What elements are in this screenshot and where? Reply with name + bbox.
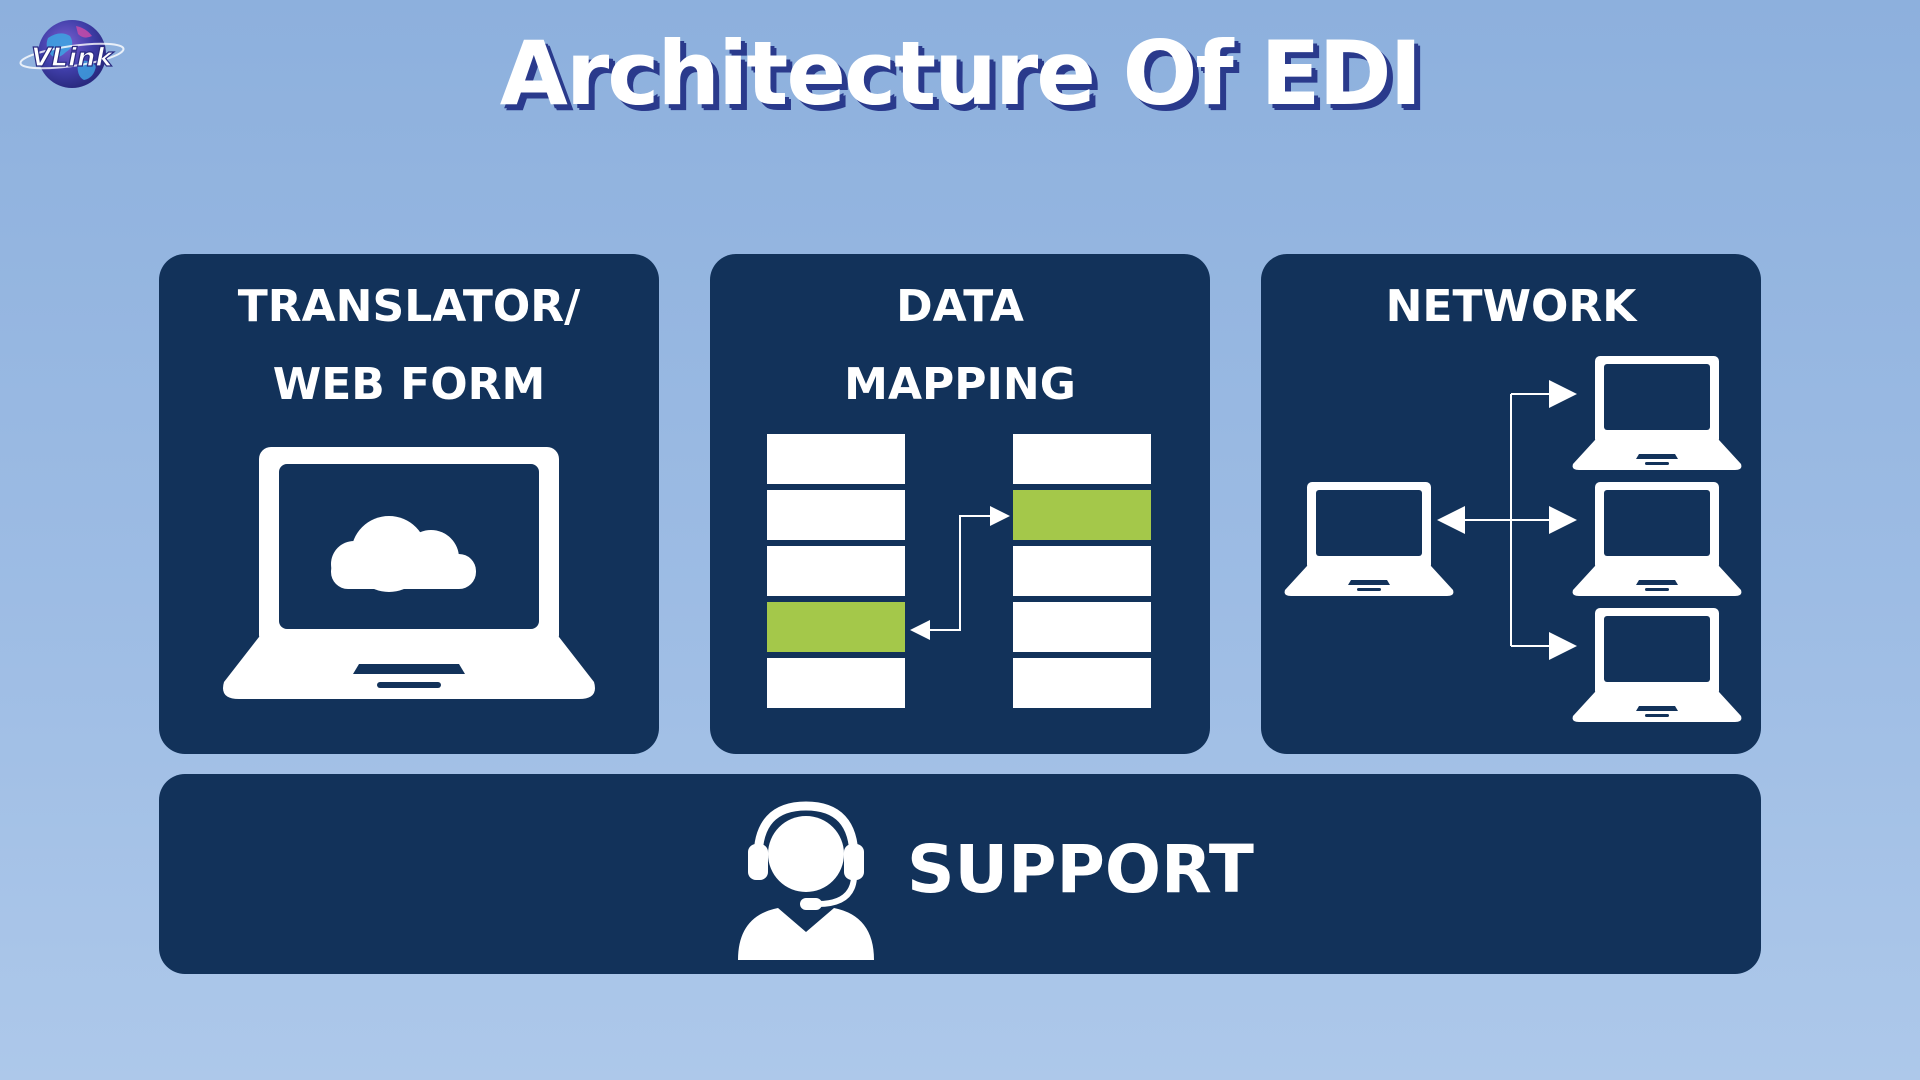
globe-logo-icon: VLink [19,20,125,88]
support-label: SUPPORT [907,831,1254,908]
network-card: NETWORK [1261,254,1761,754]
translator-card: TRANSLATOR/ WEB FORM [159,254,659,754]
data-mapping-heading-line1: DATA [896,281,1024,332]
data-mapping-card: DATA MAPPING [710,254,1210,754]
network-laptops-icon [1284,356,1742,722]
data-mapping-table-icon [767,434,1151,708]
destination-laptop-icon-3 [1572,608,1742,722]
headset-agent-icon [738,801,874,960]
page-title: Architecture Of EDI [499,22,1422,125]
logo-text: VLink [31,43,114,73]
destination-laptop-icon-2 [1572,482,1742,596]
network-heading: NETWORK [1261,268,1761,346]
translator-heading: TRANSLATOR/ WEB FORM [159,268,659,424]
source-laptop-icon [1284,482,1454,596]
translator-heading-line1: TRANSLATOR/ [237,281,581,332]
destination-laptop-icon-1 [1572,356,1742,470]
laptop-cloud-icon [223,447,595,699]
translator-heading-line2: WEB FORM [272,359,546,410]
data-mapping-heading: DATA MAPPING [710,268,1210,424]
network-heading-line1: NETWORK [1385,281,1637,332]
vlink-logo: VLink [18,16,128,96]
support-bar: SUPPORT [159,774,1761,974]
data-mapping-heading-line2: MAPPING [844,359,1076,410]
